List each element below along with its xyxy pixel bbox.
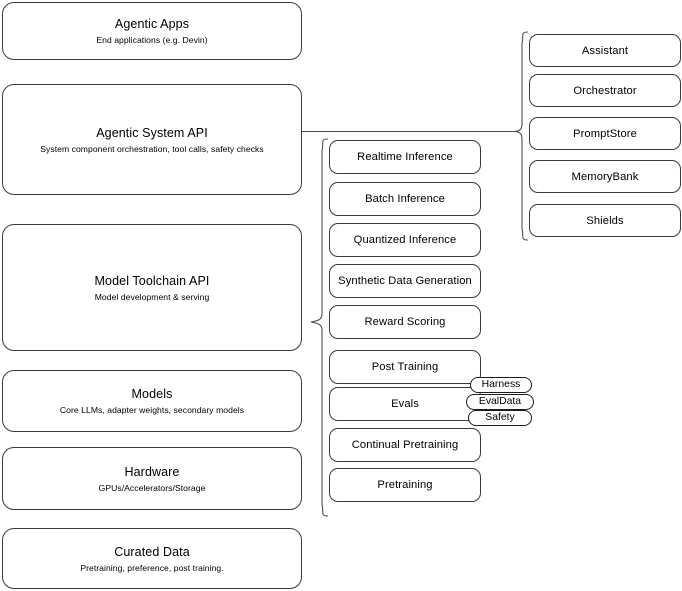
component-label: Shields (586, 214, 624, 227)
layer-title: Agentic Apps (114, 17, 190, 31)
component-label: Assistant (581, 44, 629, 57)
capability-label: Batch Inference (365, 193, 445, 205)
layer-subtitle: Model development & serving (94, 291, 210, 302)
toolchain-capabilities-bracket (310, 138, 329, 517)
layer-box-curated-data[interactable]: Curated Data Pretraining, preference, po… (2, 528, 302, 589)
layer-box-hardware[interactable]: Hardware GPUs/Accelerators/Storage (2, 447, 302, 510)
capability-box-post-training[interactable]: Post Training (329, 350, 481, 384)
layer-box-model-toolchain-api[interactable]: Model Toolchain API Model development & … (2, 224, 302, 351)
component-label: MemoryBank (571, 170, 639, 183)
layer-title: Hardware (124, 464, 180, 479)
layer-title: Curated Data (114, 544, 190, 559)
capability-box-continual-pretraining[interactable]: Continual Pretraining (329, 428, 481, 462)
layer-subtitle: Pretraining, preference, post training. (80, 562, 224, 573)
eval-pill-evaldata[interactable]: EvalData (466, 394, 534, 410)
layer-subtitle: Core LLMs, adapter weights, secondary mo… (59, 405, 245, 415)
capability-box-synthetic-data-generation[interactable]: Synthetic Data Generation (329, 264, 481, 298)
eval-pill-label: Harness (481, 379, 521, 390)
capability-label: Post Training (371, 361, 439, 373)
component-box-assistant[interactable]: Assistant (529, 34, 681, 67)
capability-label: Quantized Inference (353, 234, 457, 246)
capability-box-realtime-inference[interactable]: Realtime Inference (329, 140, 481, 174)
layer-subtitle: End applications (e.g. Devin) (96, 35, 208, 45)
capability-label: Evals (391, 398, 419, 410)
capability-label: Pretraining (377, 479, 433, 491)
capability-label: Realtime Inference (357, 151, 453, 163)
layer-box-agentic-system-api[interactable]: Agentic System API System component orch… (2, 84, 302, 195)
layer-title: Agentic System API (96, 125, 208, 140)
component-label: PromptStore (573, 127, 637, 140)
capability-label: Reward Scoring (364, 316, 446, 328)
component-box-orchestrator[interactable]: Orchestrator (529, 74, 681, 107)
component-label: Orchestrator (573, 84, 637, 97)
capability-box-reward-scoring[interactable]: Reward Scoring (329, 305, 481, 339)
capability-box-batch-inference[interactable]: Batch Inference (329, 182, 481, 216)
capability-label: Synthetic Data Generation (338, 275, 472, 287)
capability-box-evals[interactable]: Evals (329, 387, 481, 421)
component-box-promptstore[interactable]: PromptStore (529, 117, 681, 150)
layer-title: Model Toolchain API (94, 273, 210, 288)
layer-box-agentic-apps[interactable]: Agentic Apps End applications (e.g. Devi… (2, 2, 302, 60)
capability-label: Continual Pretraining (351, 439, 459, 451)
layer-subtitle: System component orchestration, tool cal… (40, 143, 264, 154)
eval-pill-label: Safety (485, 412, 515, 423)
component-box-shields[interactable]: Shields (529, 204, 681, 237)
agentic-components-bracket (514, 31, 529, 241)
capability-box-quantized-inference[interactable]: Quantized Inference (329, 223, 481, 257)
layer-box-models[interactable]: Models Core LLMs, adapter weights, secon… (2, 370, 302, 432)
eval-pill-harness[interactable]: Harness (470, 377, 532, 393)
eval-pill-safety[interactable]: Safety (468, 410, 532, 426)
capability-box-pretraining[interactable]: Pretraining (329, 468, 481, 502)
component-box-memorybank[interactable]: MemoryBank (529, 160, 681, 193)
eval-pill-label: EvalData (478, 396, 522, 407)
layer-title: Models (131, 387, 173, 401)
layer-subtitle: GPUs/Accelerators/Storage (98, 482, 206, 493)
